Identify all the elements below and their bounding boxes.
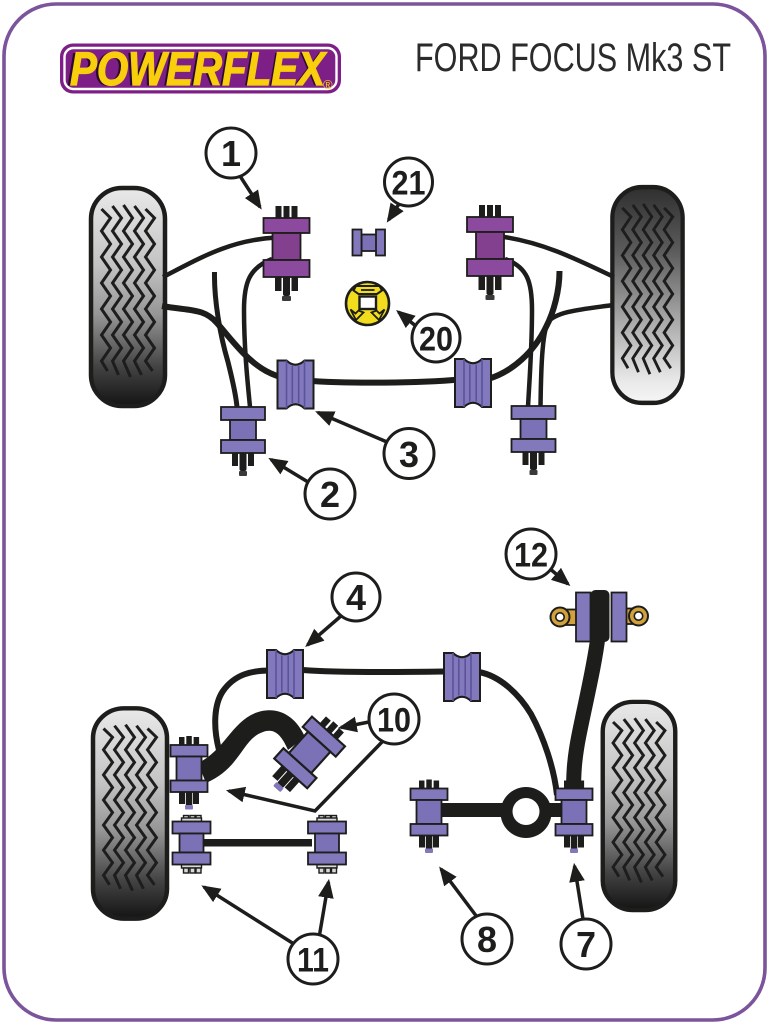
svg-text:®: ® xyxy=(323,77,333,92)
svg-text:1: 1 xyxy=(221,133,241,174)
svg-text:7: 7 xyxy=(576,924,596,965)
svg-text:10: 10 xyxy=(377,702,411,740)
svg-text:20: 20 xyxy=(419,321,453,359)
svg-text:8: 8 xyxy=(477,919,497,960)
svg-text:11: 11 xyxy=(297,942,329,980)
svg-text:FORD FOCUS Mk3 ST: FORD FOCUS Mk3 ST xyxy=(415,36,731,80)
svg-text:POWERFLEX: POWERFLEX xyxy=(70,42,327,95)
svg-text:2: 2 xyxy=(320,474,340,515)
svg-text:POWERFLEX: POWERFLEX xyxy=(67,43,325,96)
svg-text:4: 4 xyxy=(346,577,366,618)
svg-text:12: 12 xyxy=(514,537,548,575)
svg-text:3: 3 xyxy=(399,434,419,475)
svg-text:21: 21 xyxy=(392,165,426,203)
